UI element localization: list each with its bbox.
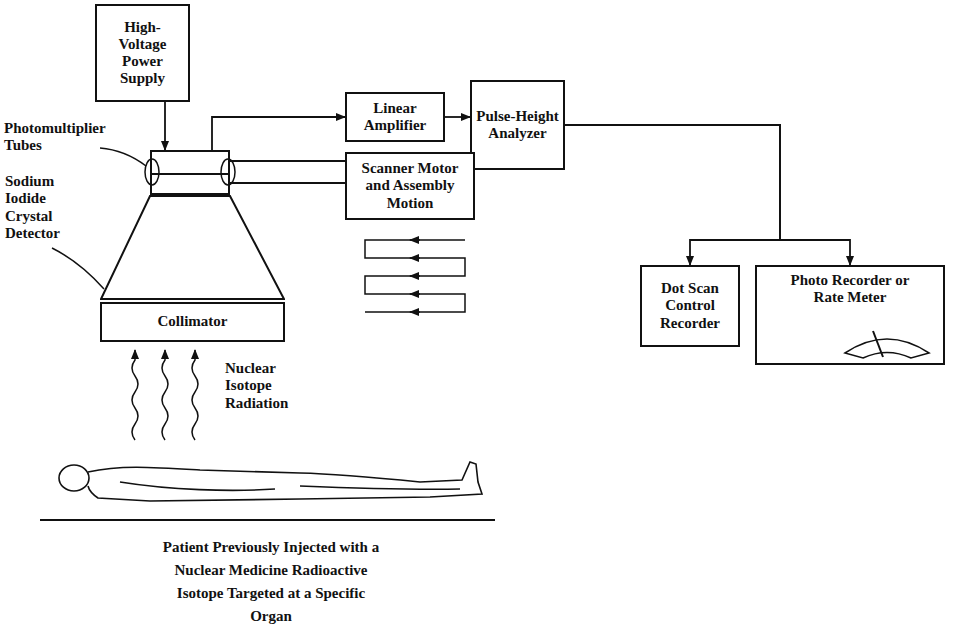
signal-connector [565, 125, 850, 265]
patient-caption: Patient Previously Injected with a Nucle… [160, 536, 382, 628]
photomultiplier-tubes: Photomultiplier Tubes [150, 150, 230, 195]
node-label: Scanner Motor and Assembly Motion [351, 160, 469, 212]
recorder-box: Dot Scan Control Recorder [640, 265, 740, 347]
meter-scale [845, 339, 929, 358]
trapezoid-outline [100, 195, 285, 300]
text-group: High-Voltage Power Supply [101, 19, 184, 88]
power-supply-box: High-Voltage Power Supply [95, 4, 190, 102]
radiation-label: Nuclear Isotope Radiation [225, 360, 310, 412]
meter-needle [873, 331, 883, 357]
node-label: Collimator [158, 313, 228, 330]
collimator-box: Collimator [100, 302, 285, 342]
node-label: High-Voltage Power Supply [101, 19, 184, 88]
analyzer-box: Pulse-Height Analyzer [470, 80, 565, 170]
node-label: Sodium Iodide Crystal Detector [5, 173, 87, 242]
joint-oval [145, 159, 159, 185]
crystal-detector: Sodium Iodide Crystal Detector [100, 195, 285, 300]
signal-connector [164, 102, 166, 150]
amplifier-box: Linear Amplifier [345, 92, 445, 142]
text-group: Scanner Motor and Assembly Motion [351, 160, 469, 212]
node-label: Linear Amplifier [351, 100, 439, 135]
rate-meter-box: Photo Recorder or Rate Meter [755, 265, 945, 365]
trapezoid-shape [101, 196, 284, 299]
radiation-arrows [132, 350, 198, 440]
node-label: Pulse-Height Analyzer [476, 108, 559, 143]
meter-dial [839, 325, 935, 359]
patient-figure [59, 462, 482, 501]
scan-motion [365, 240, 465, 312]
text-group: Pulse-Height Analyzer [476, 108, 559, 143]
text-group: Collimator [158, 313, 228, 330]
joint-oval [221, 159, 235, 185]
node-label: Photomultiplier Tubes [4, 120, 114, 155]
leader-line [52, 248, 104, 289]
text-group: Photo Recorder or Rate Meter [788, 272, 913, 307]
scanner-motor-box: Scanner Motor and Assembly Motion [345, 152, 475, 220]
leader-line [100, 148, 146, 166]
node-label: Photo Recorder or Rate Meter [788, 272, 913, 307]
signal-connector [445, 116, 470, 118]
table-line [40, 519, 495, 521]
node-label: Dot Scan Control Recorder [646, 280, 734, 332]
text-group: Linear Amplifier [351, 100, 439, 135]
signal-connector [565, 125, 780, 265]
signal-connector [212, 117, 345, 150]
signal-connector [230, 161, 345, 183]
text-group: Dot Scan Control Recorder [646, 280, 734, 332]
